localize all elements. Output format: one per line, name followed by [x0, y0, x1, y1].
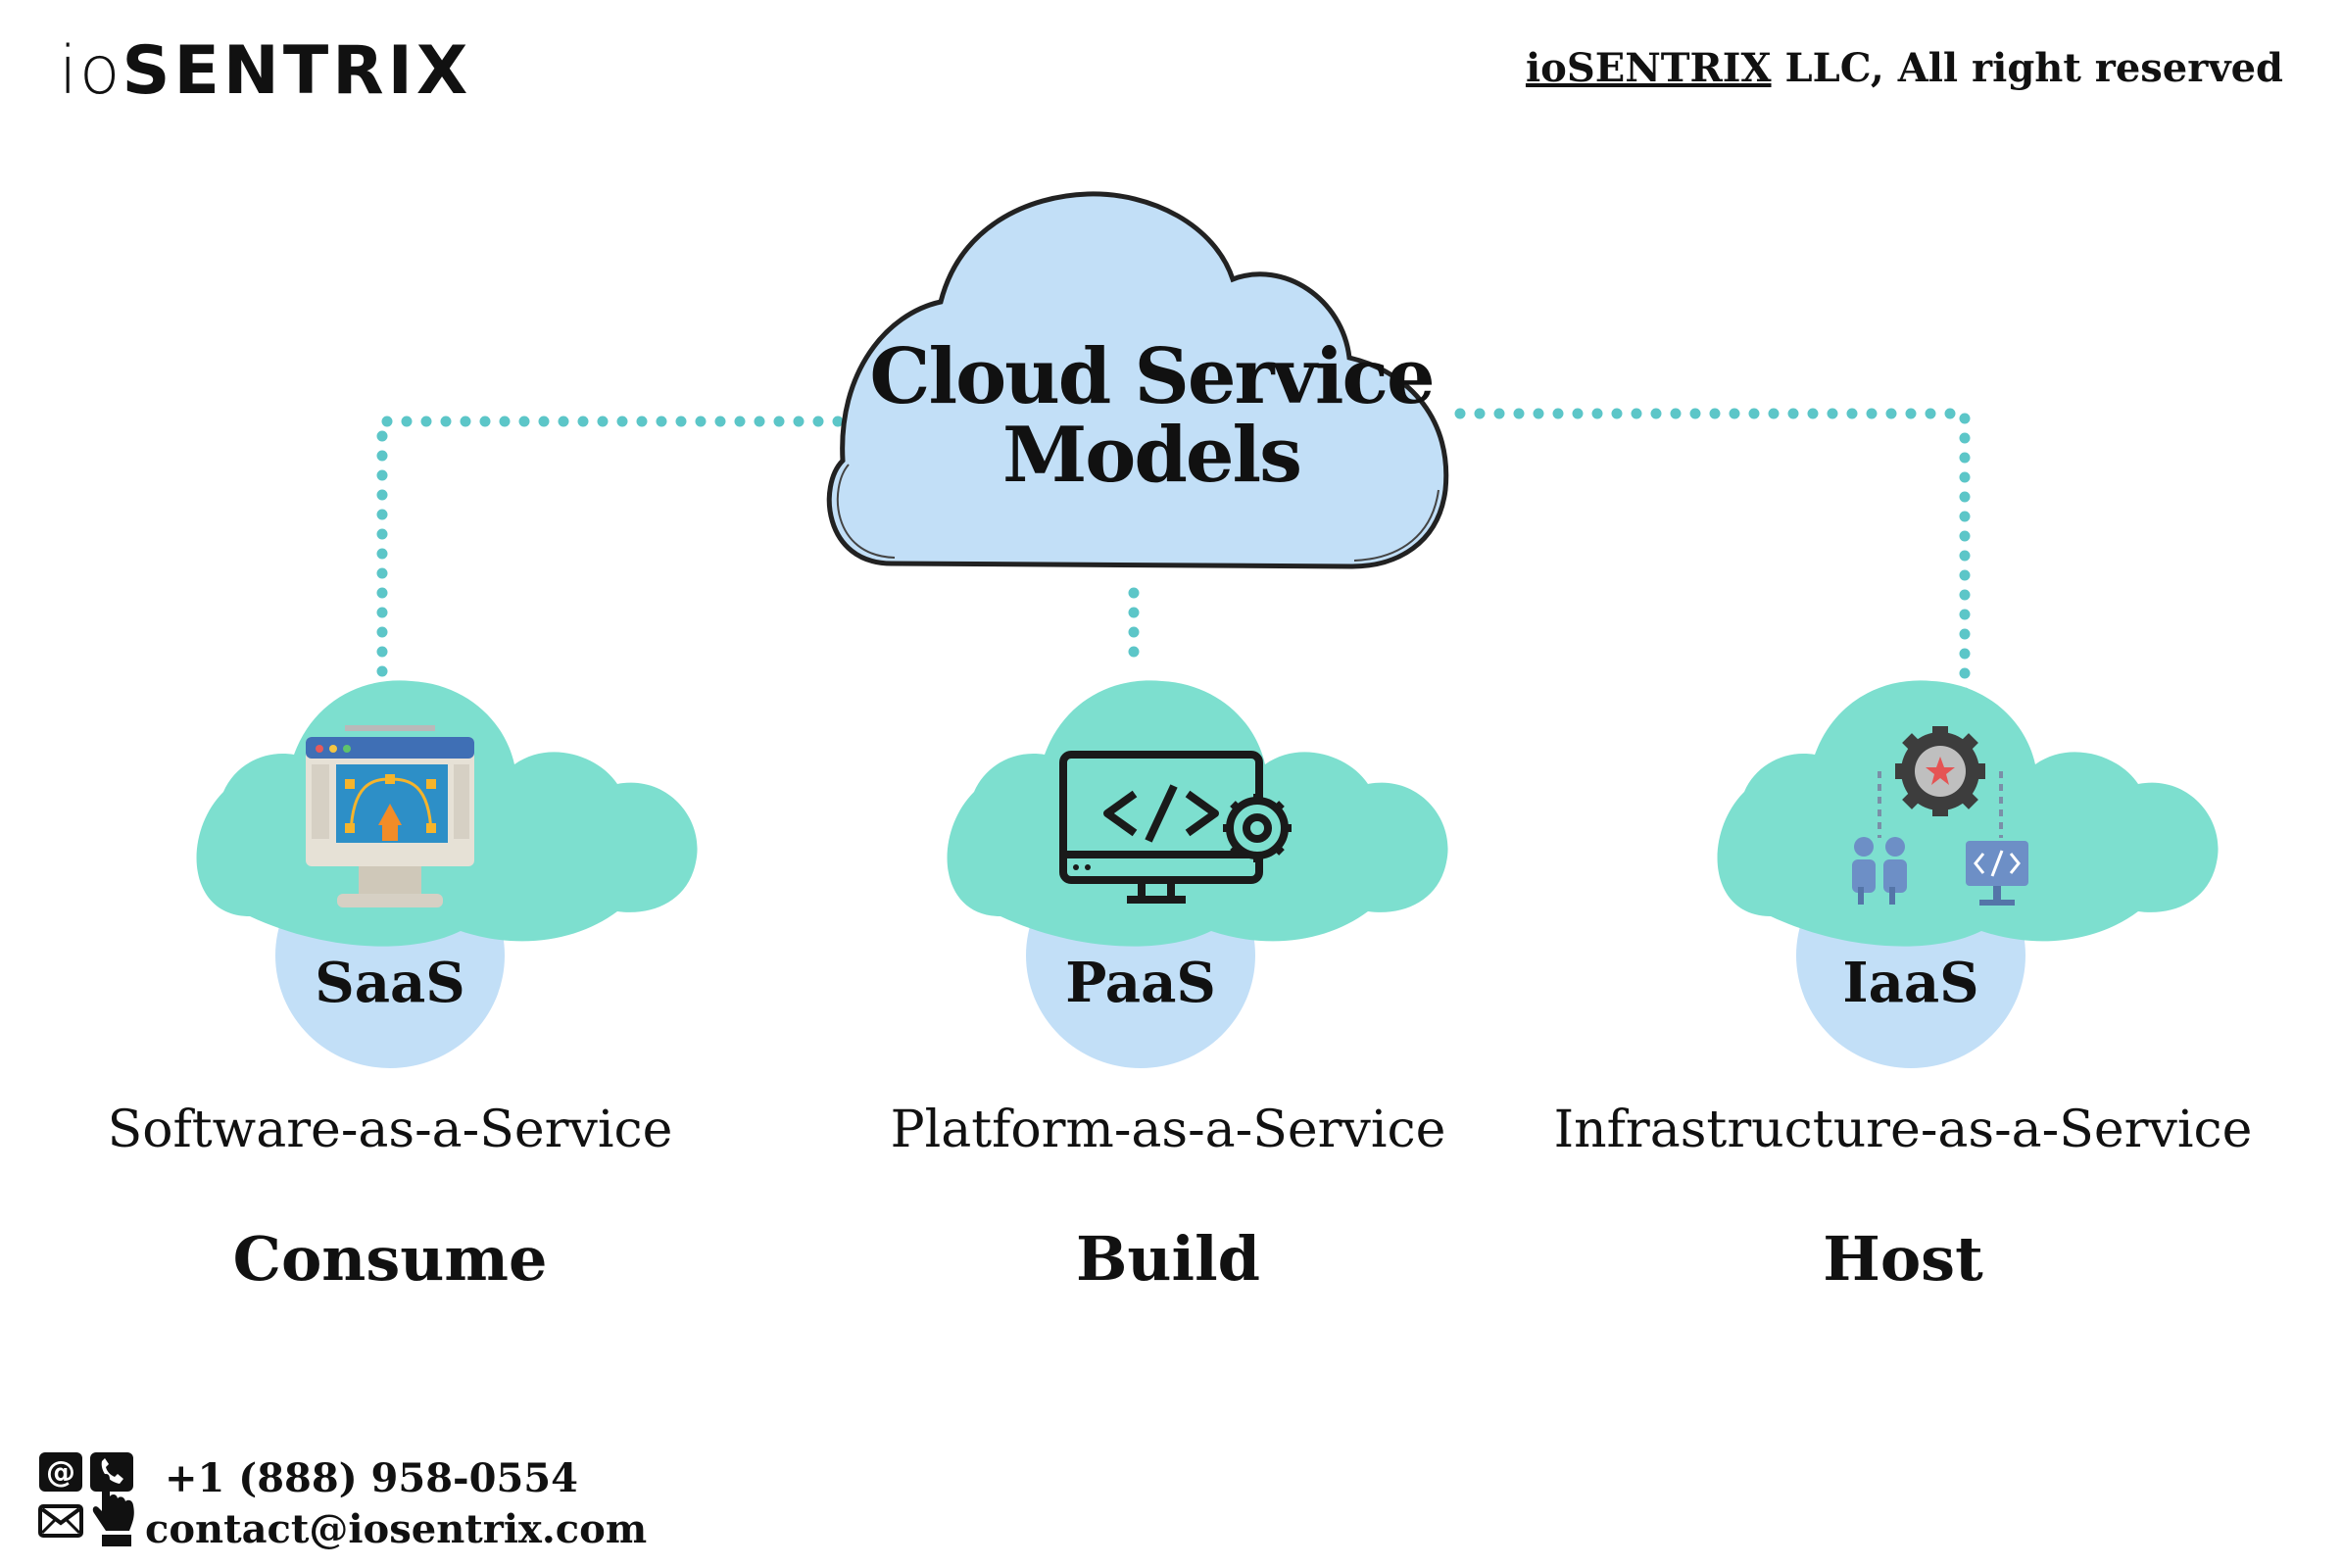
saas-description: Software-as-a-Service [107, 1101, 673, 1159]
connector-iaas [1454, 408, 1971, 710]
mail-icon [38, 1504, 83, 1538]
paas-label: PaaS [1065, 951, 1216, 1015]
software-monitor-icon [306, 725, 474, 907]
iaas-label: IaaS [1842, 951, 1979, 1015]
connector-lines [376, 408, 1971, 710]
logo-main: SENTRIX [122, 32, 472, 110]
contact-phone[interactable]: +1 (888) 958-0554 [165, 1455, 578, 1501]
iaas-description: Infrastructure-as-a-Service [1553, 1101, 2253, 1159]
at-icon: @ [39, 1452, 82, 1492]
iaas-cloud [1717, 680, 2219, 1068]
copyright-notice: ioSENTRIX LLC, All right reserved [1526, 39, 2283, 98]
copyright-brand[interactable]: ioSENTRIX [1525, 45, 1772, 91]
infrastructure-network-icon [1852, 726, 2028, 906]
saas-verb: Consume [232, 1223, 548, 1295]
code-monitor-gear-icon [1059, 751, 1292, 904]
iaas-verb: Host [1823, 1223, 1983, 1295]
paas-description: Platform-as-a-Service [890, 1101, 1446, 1159]
connector-saas [376, 416, 863, 687]
svg-text:@: @ [46, 1455, 75, 1490]
copyright-text: LLC, All right reserved [1771, 45, 2283, 91]
contact-email[interactable]: contact@iosentrix.com [145, 1506, 648, 1552]
paas-verb: Build [1076, 1223, 1260, 1295]
diagram-title: Cloud Service Models [869, 332, 1435, 500]
pointer-hand-icon [92, 1474, 134, 1546]
main-cloud [826, 191, 1449, 569]
saas-label: SaaS [315, 951, 465, 1015]
logo: ioSENTRIX [59, 27, 471, 116]
phone-icon [90, 1452, 133, 1492]
logo-prefix: io [59, 32, 122, 110]
